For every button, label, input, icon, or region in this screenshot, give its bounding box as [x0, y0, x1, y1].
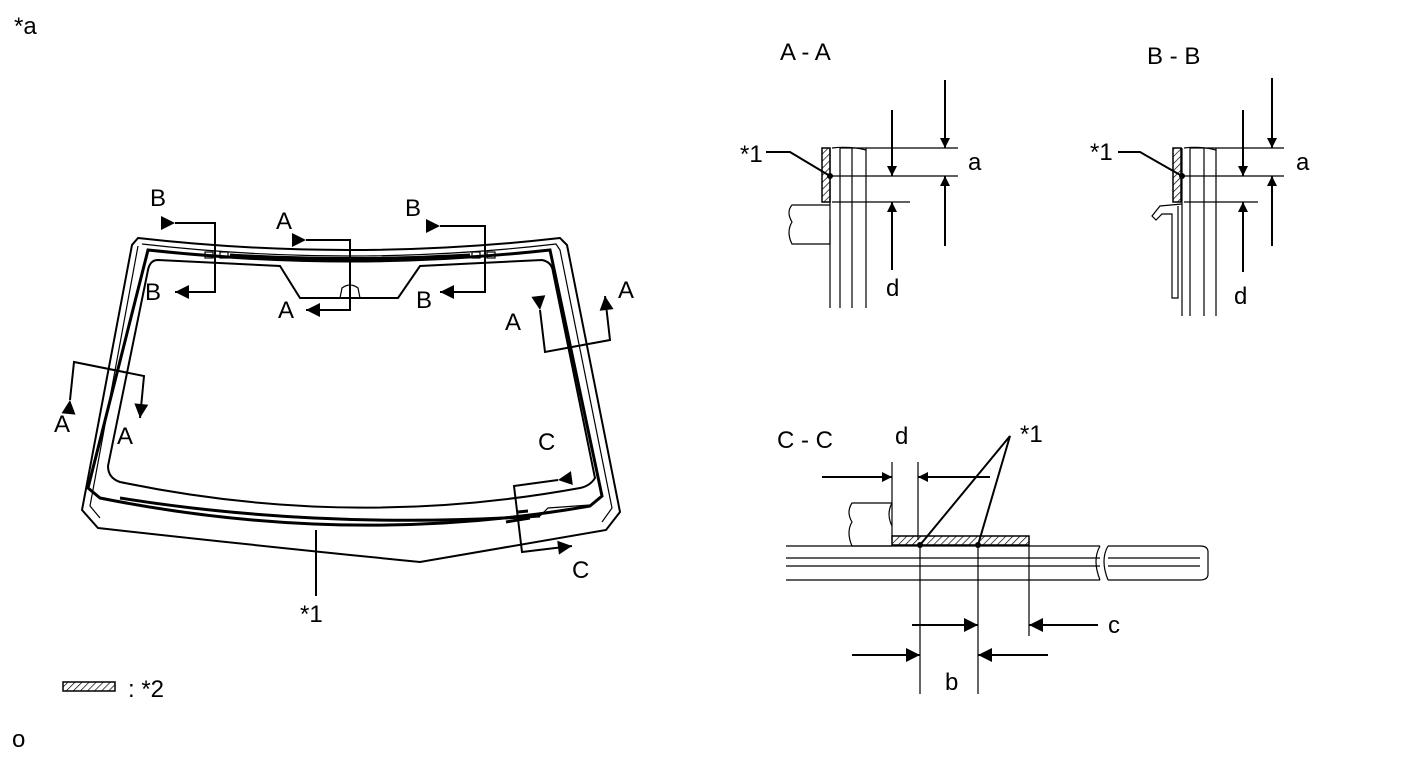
svg-text:*1: *1	[1090, 139, 1113, 166]
section-a-a: A - A a d *1	[740, 39, 982, 308]
section-b-b: B - B a d *1	[1090, 43, 1310, 316]
svg-text:B: B	[405, 195, 421, 222]
svg-text:*1: *1	[740, 141, 763, 168]
legend-hatch-swatch	[62, 681, 116, 692]
svg-text:d: d	[895, 423, 908, 450]
section-cut-a-right: A A	[505, 277, 634, 354]
footer-label: o	[12, 726, 25, 753]
svg-text:B: B	[150, 185, 166, 212]
svg-text:A: A	[278, 297, 294, 324]
title-a-a: A - A	[780, 39, 831, 66]
svg-text:A: A	[618, 277, 634, 304]
svg-text:c: c	[1108, 612, 1120, 639]
section-cut-a-left: A A	[54, 360, 149, 450]
svg-text:B: B	[145, 279, 161, 306]
svg-text:A: A	[276, 208, 292, 235]
corner-label: *a	[14, 13, 37, 40]
svg-text:A: A	[117, 423, 133, 450]
section-cut-c: C C	[512, 429, 589, 584]
title-b-b: B - B	[1147, 43, 1200, 70]
section-cut-b-left: B B	[145, 185, 216, 306]
title-c-c: C - C	[777, 427, 833, 454]
svg-text:A: A	[54, 411, 70, 438]
svg-text:C: C	[572, 557, 589, 584]
svg-text:C: C	[538, 429, 555, 456]
svg-text:a: a	[968, 149, 982, 176]
legend-text: : *2	[128, 676, 164, 703]
svg-text:*1: *1	[1020, 421, 1043, 448]
svg-text:a: a	[1296, 149, 1310, 176]
main-star1-label: *1	[300, 601, 323, 628]
svg-text:d: d	[1234, 283, 1247, 310]
section-cut-a-top: A A	[276, 208, 351, 324]
section-cut-b-right: B B	[405, 195, 486, 314]
svg-text:A: A	[505, 309, 521, 336]
svg-text:b: b	[945, 669, 958, 696]
section-c-c: C - C d *1 c	[777, 421, 1209, 696]
svg-text:B: B	[416, 287, 432, 314]
svg-text:d: d	[886, 275, 899, 302]
legend: : *2	[62, 676, 164, 703]
